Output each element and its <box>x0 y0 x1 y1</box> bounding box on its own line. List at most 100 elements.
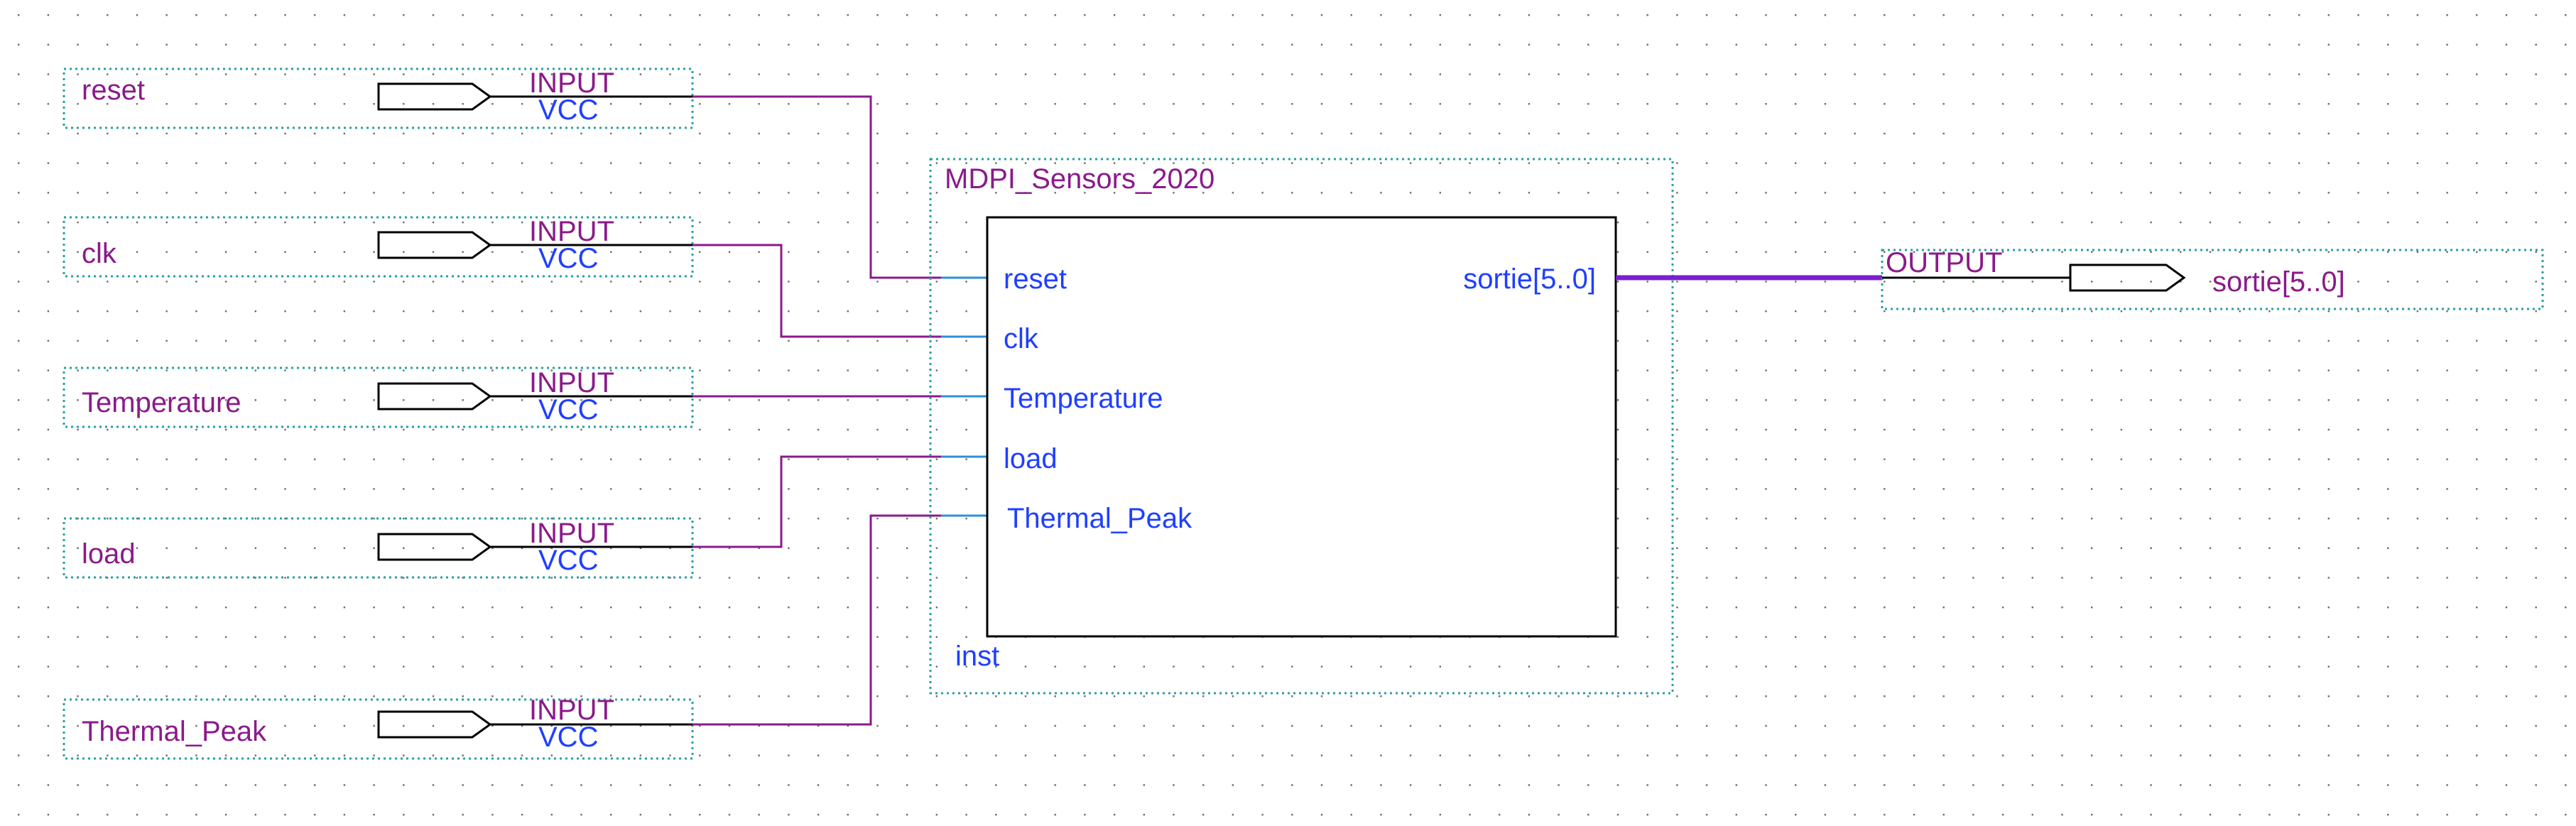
grid-dot <box>254 14 256 16</box>
input-pin-clk[interactable]: clk INPUT VCC <box>63 216 694 278</box>
grid-dot <box>1113 162 1116 164</box>
output-pin-sortie[interactable]: OUTPUT sortie[5..0] <box>1881 247 2544 310</box>
grid-dot <box>343 251 346 253</box>
grid-dot <box>432 399 435 401</box>
grid-dot <box>2565 399 2567 401</box>
grid-dot <box>847 577 849 579</box>
grid-dot <box>1765 281 1767 283</box>
grid-dot <box>1113 14 1116 16</box>
input-pin-thermal-peak[interactable]: Thermal_Peak INPUT VCC <box>63 695 694 760</box>
grid-dot <box>728 754 731 756</box>
grid-dot <box>254 132 256 135</box>
grid-dot <box>2357 607 2359 609</box>
grid-dot <box>224 14 227 16</box>
grid-dot <box>2416 339 2419 342</box>
grid-dot <box>1202 754 1205 756</box>
grid-dot <box>876 665 879 668</box>
grid-dot <box>2120 577 2123 579</box>
grid-dot <box>2476 577 2478 579</box>
grid-dot <box>1616 310 1619 313</box>
grid-dot <box>610 784 612 786</box>
grid-dot <box>2416 488 2419 490</box>
input-pin-reset[interactable]: reset INPUT VCC <box>63 67 694 129</box>
grid-dot <box>314 607 316 609</box>
grid-dot <box>788 458 790 460</box>
grid-dot <box>699 251 701 253</box>
grid-dot <box>935 754 938 756</box>
block-body[interactable] <box>986 216 1617 638</box>
grid-dot <box>224 754 227 756</box>
input-pin-temperature[interactable]: Temperature INPUT VCC <box>63 366 694 428</box>
grid-dot <box>1735 813 1737 816</box>
grid-dot <box>2476 517 2478 520</box>
grid-dot <box>1824 14 1827 16</box>
grid-dot <box>1558 162 1560 164</box>
grid-dot <box>1824 399 1827 401</box>
grid-dot <box>2387 607 2389 609</box>
grid-dot <box>935 724 938 727</box>
grid-dot <box>2327 73 2330 75</box>
grid-dot <box>788 103 790 105</box>
grid-dot <box>788 339 790 342</box>
grid-dot <box>2535 221 2537 224</box>
port-label-load: load <box>1004 443 1058 474</box>
block-symbol-mdpi-sensors[interactable]: MDPI_Sensors_2020 reset clk Temperature … <box>929 158 1674 695</box>
grid-dot <box>1202 103 1205 105</box>
grid-dot <box>2416 607 2419 609</box>
grid-dot <box>1795 281 1797 283</box>
input-pin-load[interactable]: load INPUT VCC <box>63 517 694 579</box>
grid-dot <box>1884 221 1886 224</box>
grid-dot <box>2091 251 2093 253</box>
grid-dot <box>610 192 612 194</box>
grid-dot <box>965 73 967 75</box>
grid-dot <box>2120 43 2123 46</box>
grid-dot <box>906 103 908 105</box>
grid-dot <box>1884 43 1886 46</box>
grid-dot <box>1261 14 1263 16</box>
grid-dot <box>2327 369 2330 371</box>
grid-dot <box>550 132 553 135</box>
grid-dot <box>669 458 671 460</box>
grid-dot <box>965 724 967 727</box>
grid-dot <box>2001 43 2004 46</box>
grid-dot <box>462 695 464 697</box>
grid-dot <box>136 813 138 816</box>
grid-dot <box>610 428 612 431</box>
grid-dot <box>847 607 849 609</box>
grid-dot <box>1202 192 1205 194</box>
grid-dot <box>965 251 967 253</box>
grid-dot <box>195 399 197 401</box>
grid-dot <box>2091 192 2093 194</box>
wire-clk[interactable] <box>692 244 941 338</box>
wire-reset[interactable] <box>692 95 941 279</box>
grid-dot <box>1884 488 1886 490</box>
grid-dot <box>1320 132 1323 135</box>
grid-dot <box>2298 813 2300 816</box>
grid-dot <box>2387 14 2389 16</box>
grid-dot <box>1765 251 1767 253</box>
grid-dot <box>224 73 227 75</box>
grid-dot <box>1795 607 1797 609</box>
grid-dot <box>906 43 908 46</box>
grid-dot <box>699 281 701 283</box>
grid-dot <box>77 665 79 668</box>
grid-dot <box>1587 695 1589 697</box>
grid-dot <box>224 251 227 253</box>
grid-dot <box>2180 577 2182 579</box>
grid-dot <box>817 665 820 668</box>
grid-dot <box>2387 43 2389 46</box>
grid-dot <box>18 607 20 609</box>
wire-thermal-peak[interactable] <box>692 514 941 726</box>
grid-dot <box>491 695 494 697</box>
grid-dot <box>1616 132 1619 135</box>
grid-dot <box>254 192 256 194</box>
grid-dot <box>906 784 908 786</box>
grid-dot <box>462 428 464 431</box>
grid-dot <box>2505 399 2508 401</box>
grid-dot <box>788 636 790 638</box>
wire-load[interactable] <box>692 455 941 548</box>
grid-dot <box>2180 399 2182 401</box>
grid-dot <box>1854 517 1856 520</box>
grid-dot <box>2239 754 2241 756</box>
